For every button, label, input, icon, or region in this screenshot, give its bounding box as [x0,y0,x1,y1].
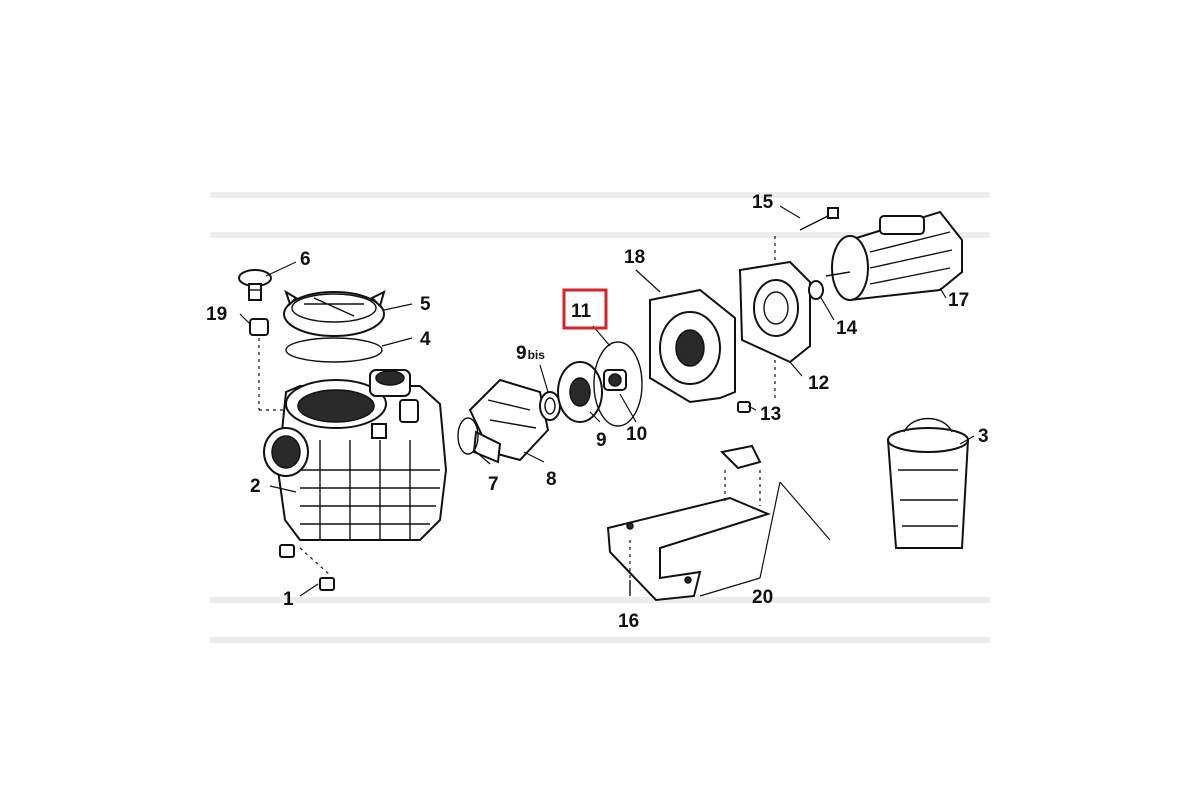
callout-9: 9 [596,430,607,451]
callout-9bis-suffix: bis [528,348,546,362]
basket-part [886,417,970,549]
lid-oring-part [285,337,383,363]
washer-part [808,280,824,300]
leader-lines [239,205,975,597]
callout-5: 5 [420,294,431,315]
callout-15: 15 [752,192,774,213]
callout-16: 16 [618,611,639,632]
callout-8: 8 [546,469,557,490]
callout-10: 10 [626,424,647,445]
callout-17: 17 [948,290,969,311]
callout-9bis-number: 9 [516,343,527,364]
lid-part [283,289,386,337]
callout-18: 18 [624,247,645,268]
callout-7: 7 [488,474,499,495]
callout-14: 14 [836,318,858,339]
shaft-seal-part [603,369,627,391]
plug-part [249,318,269,336]
drain-plug-part [279,544,335,591]
housing-part [263,369,448,541]
callout-2: 2 [250,476,261,497]
callout-19: 19 [206,304,227,325]
callout-6: 6 [300,249,311,270]
knob-part [238,269,272,301]
seal-plate-part [649,288,736,404]
scan-artifacts [210,192,990,643]
diffuser-oring-part [457,417,479,455]
impeller-part [557,361,603,423]
callout-13: 13 [760,404,781,425]
highlight-box-11 [562,288,608,330]
callout-4: 4 [420,329,431,350]
bolt-part [799,207,839,231]
callout-11: 11 [571,301,592,322]
seal-part [539,391,561,421]
callout-9bis: 9bis [516,343,545,364]
callout-20: 20 [752,587,773,608]
callout-12: 12 [808,373,829,394]
diffuser-part [468,378,550,464]
dash-plugs [299,547,331,576]
callout-3: 3 [978,426,989,447]
base-part [606,444,771,602]
gasket-part [593,341,643,427]
callout-1: 1 [283,589,294,610]
adapter-part [738,260,811,364]
screw-part [737,401,751,413]
motor-part [825,210,963,302]
